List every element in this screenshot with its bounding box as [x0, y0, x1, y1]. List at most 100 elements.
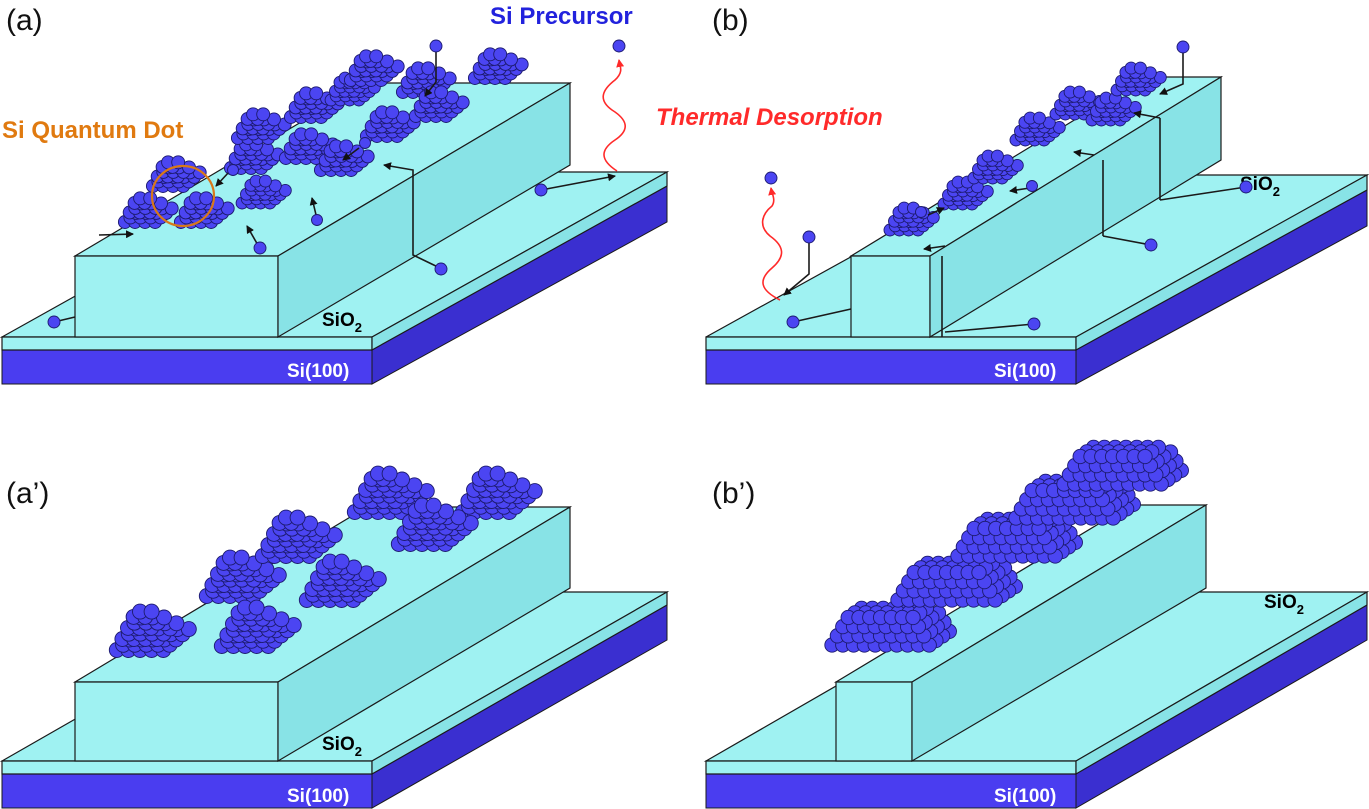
panel-a: (a) SiO2 Si(100) — [0, 3, 883, 385]
si-quantum-dot — [346, 465, 435, 520]
si-precursor-atom — [1027, 317, 1041, 331]
si-atom — [233, 549, 250, 566]
si-atom — [1133, 61, 1147, 75]
quantum-dots-a — [117, 47, 529, 229]
si-atom — [434, 85, 449, 100]
si-atom — [425, 497, 442, 514]
si-quantum-dot — [824, 600, 957, 653]
desorption-path — [761, 187, 783, 301]
si-atom — [143, 603, 160, 620]
migration-arrow — [923, 244, 946, 252]
substrate-label-a-prime: Si(100) — [287, 786, 349, 807]
si-quantum-dot — [283, 86, 345, 124]
substrate-label-b: Si(100) — [994, 361, 1056, 382]
si-atom — [421, 61, 436, 76]
sio2-label-b-prime: SiO2 — [1264, 592, 1304, 617]
si-precursor-atom — [534, 183, 548, 197]
si-quantum-dot — [1008, 473, 1141, 526]
si-atom — [905, 609, 921, 626]
si-precursor-atom — [915, 206, 927, 218]
si-quantum-dot — [343, 49, 405, 87]
panel-b: (b) SiO2 Si(100) — [705, 4, 1369, 385]
ridge-b-edge-lines — [941, 118, 1161, 337]
si-quantum-dot — [108, 603, 197, 658]
si-atom — [304, 127, 319, 142]
migration-arrow — [98, 230, 134, 239]
ridge-b-prime-side — [911, 503, 1207, 763]
oxide-layer-a-side — [371, 170, 668, 352]
desorption-path — [602, 59, 626, 172]
si-precursor-atom — [253, 241, 267, 255]
si-precursor-atom — [612, 39, 626, 53]
ridge-a-prime-front — [74, 681, 279, 762]
si-atom — [1137, 448, 1153, 465]
si-quantum-dot — [313, 139, 375, 177]
si-quantum-dot — [1110, 61, 1167, 97]
migration-arrow — [1073, 149, 1095, 157]
si-atom — [333, 553, 350, 570]
si-quantum-dot — [254, 509, 343, 564]
si-quantum-dot — [145, 155, 207, 193]
panel-a-prime: (a’) SiO2 Si(100) — [0, 465, 670, 809]
ridge-a-side — [277, 81, 571, 339]
quantum-dots-a-prime — [108, 465, 543, 658]
si-atom — [493, 47, 508, 62]
quantum-dots-b-prime — [824, 439, 1189, 653]
migration-path — [1102, 235, 1152, 246]
si-quantum-dot — [1056, 439, 1189, 492]
si-atom — [199, 191, 214, 206]
sio2-label-a: SiO2 — [322, 310, 362, 335]
quantum-dots-b — [883, 61, 1167, 237]
migration-arrow — [215, 171, 230, 187]
si-atom — [289, 509, 306, 526]
si-quantum-dot-label: Si Quantum Dot — [2, 117, 183, 144]
si-quantum-dot — [467, 47, 529, 85]
si-atom — [381, 465, 398, 482]
si-quantum-dot — [390, 497, 479, 552]
si-precursor-atom — [1144, 238, 1158, 252]
oxide-layer-a-prime-front — [1, 760, 373, 775]
si-quantum-dot — [298, 553, 387, 608]
si-atom — [248, 599, 265, 616]
sio2-label-a-prime: SiO2 — [322, 734, 362, 759]
substrate-label-a: Si(100) — [287, 361, 349, 382]
panel-b-prime: (b’) SiO2 Si(100) — [703, 439, 1369, 809]
oxide-layer-b-side — [1075, 173, 1368, 352]
migration-path — [1159, 186, 1247, 201]
si-precursor-atom — [47, 315, 61, 329]
si-quantum-dot — [408, 85, 470, 123]
ridge-b-prime-front — [835, 681, 913, 762]
panel-a-label: (a) — [6, 4, 43, 37]
ridge-a-front — [74, 255, 279, 338]
si-atom — [143, 191, 158, 206]
si-quantum-dot — [454, 465, 543, 520]
si-precursor-atom — [1176, 40, 1190, 54]
si-quantum-dot — [235, 174, 292, 210]
si-precursor-atom — [429, 39, 443, 53]
ridge-b-side — [929, 75, 1222, 339]
migration-arrow — [424, 48, 437, 97]
si-precursor-atom — [1026, 180, 1038, 192]
migration-arrow — [1133, 110, 1161, 119]
si-precursor-atom — [311, 214, 323, 226]
quantum-dot-highlight-circle — [150, 164, 216, 228]
si-atom — [309, 86, 324, 101]
ridge-a-prime-side — [277, 505, 571, 763]
migration-path — [792, 308, 852, 323]
si-atom — [1032, 111, 1046, 125]
si-atom — [339, 139, 354, 154]
si-quantum-dot — [117, 191, 179, 229]
oxide-layer-b-front — [705, 336, 1077, 351]
oxide-layer-b-prime-side — [1075, 590, 1368, 776]
si-precursor-atom — [786, 315, 800, 329]
migration-arrow — [1159, 48, 1184, 95]
si-quantum-dot — [173, 191, 235, 229]
si-quantum-dot — [890, 555, 1023, 608]
migration-arrow — [342, 147, 360, 161]
si-atom — [385, 105, 400, 120]
si-precursor-atom — [359, 137, 371, 149]
si-quantum-dot — [1009, 111, 1066, 147]
oxide-layer-a-front — [1, 336, 373, 351]
oxide-layer-b-prime-front — [705, 760, 1077, 775]
